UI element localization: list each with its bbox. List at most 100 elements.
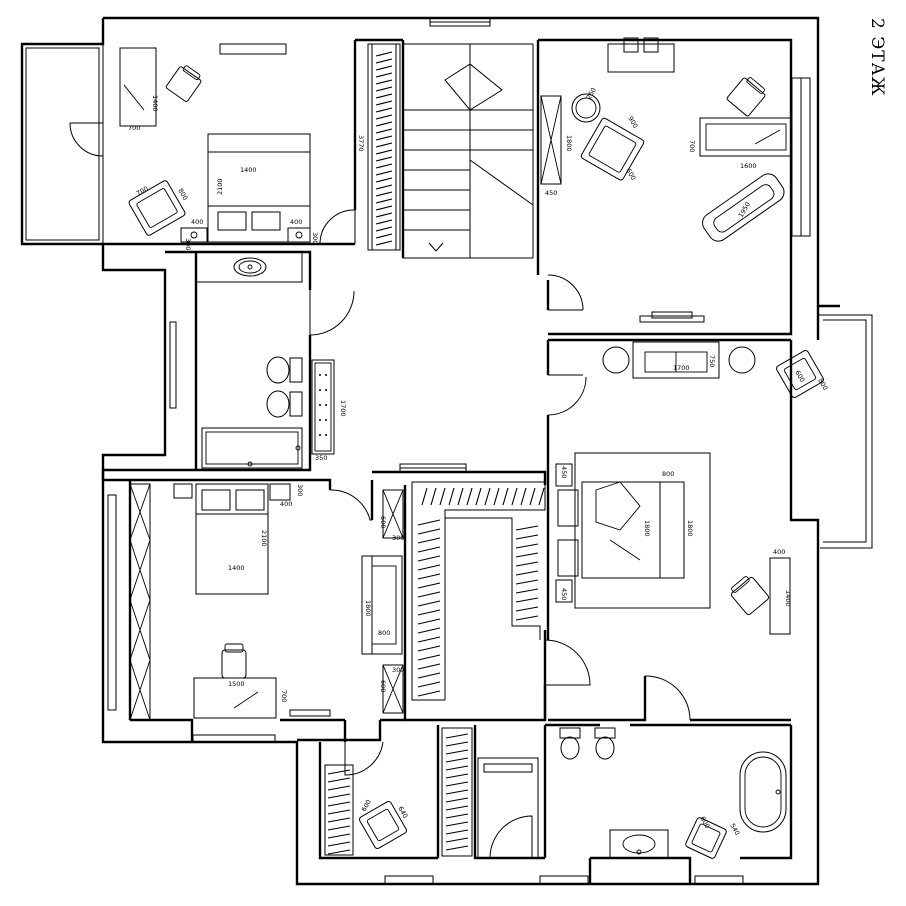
dim-night-depth-r: 300 bbox=[311, 232, 319, 244]
dim-night-right: 400 bbox=[290, 218, 302, 226]
closet-hatch bbox=[375, 163, 393, 169]
closet-hatch bbox=[445, 837, 469, 843]
closet-hatch bbox=[327, 801, 351, 807]
closet-hatch bbox=[445, 765, 469, 771]
closet-low bbox=[324, 727, 473, 857]
dim-hall-sofa-len: 1800 bbox=[364, 600, 372, 617]
closet-hatch bbox=[375, 170, 393, 176]
closet-hatch bbox=[375, 212, 393, 218]
closet-hatch bbox=[375, 205, 393, 211]
toilet-4 bbox=[594, 727, 616, 760]
bathroom-left: 1700 350 bbox=[195, 251, 347, 469]
dim-study-arm-a: 900 bbox=[626, 115, 639, 130]
dim-living-chair-a: 800 bbox=[816, 377, 829, 392]
closet-hatch bbox=[515, 570, 539, 576]
doors bbox=[69, 122, 691, 859]
closet-hatch bbox=[417, 618, 441, 625]
closet-hatch bbox=[327, 785, 351, 791]
dim-master-bed-w: 1800 bbox=[643, 520, 651, 537]
outer-walls bbox=[20, 16, 840, 886]
dim-study-chaise: 1950 bbox=[737, 201, 752, 219]
dim-living-sofa: 1700 bbox=[673, 364, 690, 372]
dim-chair-tl-b: 700 bbox=[135, 185, 150, 198]
dim-hall-cab-a: 300 bbox=[392, 534, 404, 542]
closet-hatch bbox=[515, 588, 539, 594]
living-room: 1700 750 800 600 bbox=[602, 341, 829, 398]
closet-hatch bbox=[445, 733, 469, 739]
closet-hatch bbox=[327, 817, 351, 823]
closet-hatch bbox=[520, 487, 527, 506]
dim-bath-bench-depth: 350 bbox=[315, 454, 327, 462]
closet-hatch bbox=[375, 219, 393, 225]
closet-hall bbox=[411, 481, 546, 701]
closet-hatch bbox=[421, 487, 428, 506]
closet-hatch bbox=[417, 690, 441, 697]
dim-master-bed-l: 1800 bbox=[686, 520, 694, 537]
dim-closet-a: 3770 bbox=[357, 135, 365, 152]
closet-hatch bbox=[375, 72, 393, 78]
closet-hatch bbox=[417, 591, 441, 598]
master-bath: 600 540 bbox=[477, 727, 787, 859]
closet-hatch bbox=[417, 609, 441, 616]
closet-hatch bbox=[417, 564, 441, 571]
dim-master-rug-w: 800 bbox=[662, 470, 674, 478]
closet-hatch bbox=[375, 121, 393, 127]
closet-hatch bbox=[502, 487, 509, 506]
closet-hatch bbox=[375, 93, 393, 99]
closet-hatch bbox=[475, 487, 482, 506]
dim-living-sofa-d: 750 bbox=[708, 355, 716, 367]
closet-hatch bbox=[515, 606, 539, 612]
dim-bath-chair-b: 540 bbox=[728, 822, 741, 837]
dim-hall-cab-d: 600 bbox=[379, 680, 387, 692]
dim-bath-bench-len: 1700 bbox=[339, 400, 347, 417]
closet-hatch bbox=[445, 813, 469, 819]
closet-hatch bbox=[445, 749, 469, 755]
dim-bed-top-l: 2100 bbox=[216, 178, 224, 195]
closet-hatch bbox=[466, 487, 473, 506]
closet-hatch bbox=[457, 487, 464, 506]
closet-hatch bbox=[417, 672, 441, 679]
closet-hatch bbox=[375, 128, 393, 134]
closet-hatch bbox=[515, 597, 539, 603]
dim-desk-mid: 1500 bbox=[228, 680, 245, 688]
closet-hatch bbox=[445, 781, 469, 787]
closet-hatch bbox=[375, 177, 393, 183]
closet-hatch bbox=[445, 757, 469, 763]
closet-hatch bbox=[445, 829, 469, 835]
master-bedroom: 800 1800 1800 450 450 400 1400 bbox=[555, 452, 792, 635]
closet-hatch bbox=[375, 149, 393, 155]
dim-hall-sofa-d: 800 bbox=[378, 629, 390, 637]
closet-hatch bbox=[375, 86, 393, 92]
dim-study-rack-len: 1800 bbox=[565, 135, 573, 152]
staircase bbox=[402, 43, 534, 259]
closet-hatch bbox=[375, 114, 393, 120]
closet-hatch bbox=[417, 654, 441, 661]
dim-bed-mid-night-d: 300 bbox=[296, 484, 304, 496]
closet-hatch bbox=[375, 65, 393, 71]
closet-hatch bbox=[375, 51, 393, 57]
closet-hatch bbox=[327, 793, 351, 799]
dim-bed-mid-night: 400 bbox=[280, 500, 292, 508]
dim-night-depth-l: 300 bbox=[184, 238, 192, 250]
closet-hatch bbox=[375, 233, 393, 239]
dim-master-night-t: 450 bbox=[560, 466, 568, 478]
dim-bed-mid-len: 2100 bbox=[260, 530, 268, 547]
closet-hatch bbox=[515, 543, 539, 549]
dim-bed-top-w: 1400 bbox=[240, 166, 257, 174]
dim-study-desk-depth: 700 bbox=[688, 140, 696, 152]
closet-hatch bbox=[445, 789, 469, 795]
closet-hatch bbox=[417, 546, 441, 553]
closet-hatch bbox=[445, 845, 469, 851]
closet-hatch bbox=[327, 833, 351, 839]
closet-hatch bbox=[417, 600, 441, 607]
closet-hatch bbox=[430, 487, 437, 506]
dim-study-desk-len: 1600 bbox=[740, 162, 757, 170]
closet-hatch bbox=[375, 79, 393, 85]
windows bbox=[107, 17, 873, 885]
low-room: 600 640 bbox=[359, 798, 409, 849]
closet-hatch bbox=[511, 487, 518, 506]
dim-hall-cab-c: 300 bbox=[392, 666, 404, 674]
closet-hatch bbox=[493, 487, 500, 506]
closet-hatch bbox=[327, 777, 351, 783]
